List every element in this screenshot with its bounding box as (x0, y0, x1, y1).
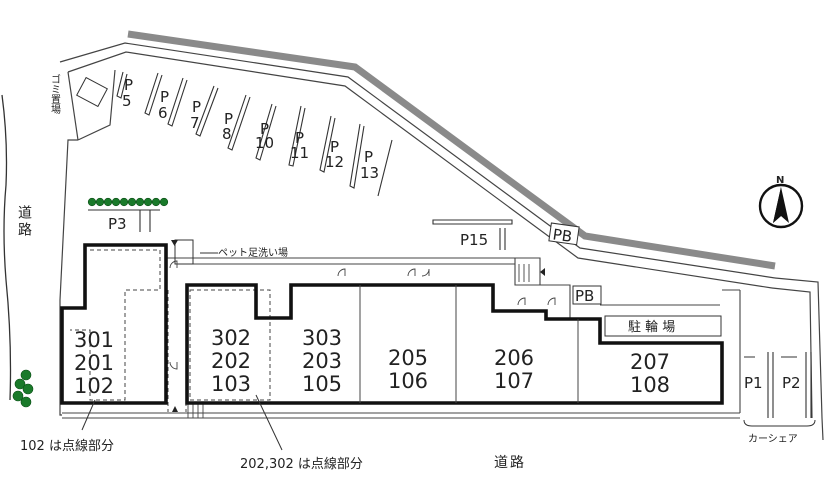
unit-207: 207 (630, 350, 670, 374)
unit-302: 302 (211, 326, 251, 350)
parking-6-number: 6 (158, 104, 168, 122)
unit-107: 107 (494, 369, 534, 393)
garbage-label: ゴミ置場 (49, 73, 61, 115)
road-left-label: 道路 (16, 205, 32, 239)
note-202-pointer (255, 394, 283, 451)
unit-106: 106 (388, 369, 428, 393)
unit-203: 203 (302, 349, 342, 373)
entrance-marker-right (540, 268, 545, 276)
parking-p1-label: P1 (744, 374, 763, 392)
parking-stalls-top (116, 71, 393, 197)
bike-parking-box (604, 315, 722, 337)
car-share-label: カーシェア (748, 433, 798, 445)
north-arrow-icon (758, 183, 804, 229)
parking-5-number: 5 (122, 92, 132, 110)
note-102-label: 102 は点線部分 (20, 438, 114, 454)
parking-8-number: 8 (222, 125, 232, 143)
parking-right-stalls (744, 352, 812, 418)
parking-p3-label: P3 (108, 215, 127, 233)
parking-p2-label: P2 (782, 374, 801, 392)
unit-108: 108 (630, 373, 670, 397)
unit-103: 103 (211, 372, 251, 396)
right-lot-edge (722, 289, 741, 413)
walkway-lines (165, 257, 720, 320)
unit-303: 303 (302, 326, 342, 350)
north-label: N (776, 175, 784, 186)
note-102-pointer (81, 399, 96, 431)
unit-205: 205 (388, 346, 428, 370)
parking-12-number: 12 (325, 153, 344, 171)
unit-202: 202 (211, 349, 251, 373)
note-202-label: 202,302 は点線部分 (240, 456, 363, 472)
door-arcs (169, 260, 556, 370)
unit-105: 105 (302, 372, 342, 396)
boundary-wall-top (127, 30, 776, 270)
parking-p3-stall (88, 209, 160, 232)
unit-102: 102 (74, 374, 114, 398)
unit-206: 206 (494, 346, 534, 370)
hedge-left (12, 369, 34, 408)
pb-top-label: PB (552, 225, 574, 246)
parking-5-letter: P (124, 76, 133, 94)
road-edge-left (1, 94, 12, 401)
parking-8-letter: P (224, 110, 233, 128)
parking-7-letter: P (192, 98, 201, 116)
parking-7-number: 7 (190, 114, 200, 132)
bike-parking-label: 駐 輪 場 (628, 319, 675, 335)
pet-wash-box (174, 239, 194, 265)
boundary-inner-line (67, 51, 773, 289)
building-outline-main (185, 283, 724, 405)
lot-boundary-left (59, 139, 78, 416)
parking-6-letter: P (160, 88, 169, 106)
parking-13-number: 13 (360, 164, 379, 182)
parking-11-number: 11 (290, 144, 309, 162)
unit-301: 301 (74, 328, 114, 352)
parking-10-letter: P (260, 120, 269, 138)
parking-13-letter: P (364, 148, 373, 166)
parking-p15-label: P15 (460, 231, 488, 249)
lot-boundary-right (774, 277, 824, 441)
boundary-outer-line (59, 42, 776, 279)
pet-wash-label: ペット足洗い場 (218, 246, 288, 259)
entrance-stairs (186, 403, 208, 418)
parking-p15-stall (432, 219, 513, 250)
pb-mid-box (572, 285, 602, 305)
pb-mid-label: PB (575, 287, 594, 305)
unit-201: 201 (74, 351, 114, 375)
garbage-box (76, 76, 108, 108)
parking-11-letter: P (295, 129, 304, 147)
pb-top-box (548, 222, 580, 246)
unit-dividers (359, 285, 579, 403)
road-bottom-label: 道路 (494, 455, 526, 471)
garbage-area-outline (67, 69, 116, 141)
hedge-top (87, 197, 169, 207)
parking-12-letter: P (330, 138, 339, 156)
entrance-marker-bottom (172, 406, 178, 412)
building-outline (60, 243, 168, 405)
car-share-bracket (743, 419, 816, 427)
parking-10-number: 10 (255, 134, 274, 152)
entrance-marker-top (171, 240, 178, 246)
stairs-right (518, 264, 530, 282)
